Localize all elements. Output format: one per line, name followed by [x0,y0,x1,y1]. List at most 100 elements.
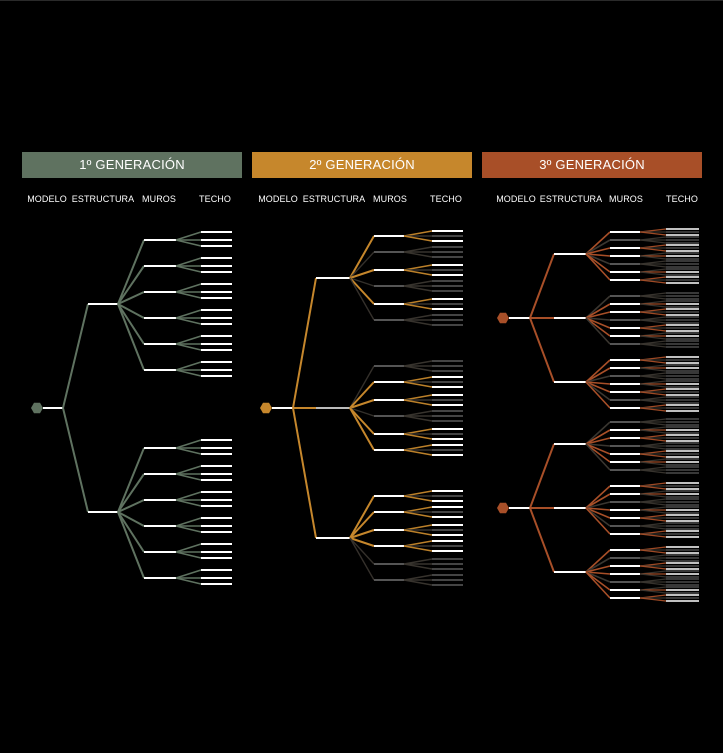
branch-muros [585,443,611,455]
branch-techo [639,367,667,372]
branch-muros [585,311,611,319]
branch-techo [175,283,202,293]
branch-techo [639,399,667,404]
branch-structure [529,253,555,319]
branch-techo [175,525,202,533]
branch-techo [639,295,667,300]
branch-techo [639,565,667,570]
branch-muros [349,277,375,321]
branch-techo [403,251,433,258]
branch-techo [403,376,433,383]
branch-techo [403,545,433,552]
model-node-gen1 [31,402,43,414]
branch-muros [585,317,611,337]
branch-techo [639,311,667,316]
branch-techo [639,461,667,466]
branch-techo [403,506,433,513]
branch-muros [585,253,611,281]
branch-muros [585,381,611,409]
branch-muros [585,507,611,519]
branch-muros [585,375,611,383]
branch-muros [585,231,611,255]
branch-techo [175,361,202,371]
branch-muros [585,565,611,573]
branch-techo [175,291,202,299]
branch-muros [349,251,375,279]
model-node-gen2 [260,402,272,414]
branch-muros [585,253,611,257]
branch-techo [175,317,202,325]
branch-techo [639,597,667,602]
col-techo: TECHO [430,194,462,204]
branch-muros [585,381,611,393]
branch-muros [585,253,611,265]
col-estructura: ESTRUCTURA [302,194,366,204]
branch-techo [403,280,433,287]
branch-techo [403,524,433,531]
branch-muros [349,407,375,435]
branch-muros [585,549,611,573]
branch-muros [117,303,145,345]
branch-techo [403,269,433,276]
branch-techo [175,491,202,501]
top-border [0,0,723,1]
branch-muros [585,317,611,329]
branch-techo [639,231,667,236]
branch-structure [62,407,89,513]
branch-techo [403,319,433,326]
branch-muros [585,239,611,255]
panel-gen1: 1º GENERACIÓN MODELO ESTRUCTURA MUROS TE… [22,152,242,204]
banner-gen3: 3º GENERACIÓN [482,152,702,178]
column-headers-gen1: MODELO ESTRUCTURA MUROS TECHO [22,194,242,208]
branch-techo [639,517,667,522]
branch-techo [639,335,667,340]
branch-muros [349,407,375,451]
branch-techo [639,509,667,514]
branch-techo [403,399,433,406]
branch-muros [585,443,611,471]
branch-techo [175,309,202,319]
branch-techo [403,574,433,581]
branch-techo [403,303,433,310]
branch-muros [585,571,611,583]
branch-muros [117,473,145,513]
branch-techo [403,394,433,401]
branch-muros [585,485,611,509]
branch-techo [403,558,433,565]
branch-muros [585,253,611,273]
branch-muros [585,493,611,509]
branch-muros [349,269,375,279]
branch-techo [639,573,667,578]
branch-muros [585,443,611,463]
branch-muros [117,239,145,305]
branch-techo [639,533,667,538]
branch-techo [403,529,433,536]
model-node-gen3 [497,502,509,514]
branch-structure [292,407,317,539]
banner-gen1: 1º GENERACIÓN [22,152,242,178]
branch-techo [403,490,433,497]
branch-techo [403,579,433,586]
branch-muros [349,529,375,539]
branch-muros [349,235,375,279]
branch-techo [175,343,202,351]
branch-techo [403,365,433,372]
branch-techo [175,439,202,449]
branch-techo [639,391,667,396]
col-modelo: MODELO [27,194,67,204]
branch-muros [585,437,611,445]
branch-techo [175,569,202,579]
branch-techo [403,540,433,547]
branch-muros [585,571,611,599]
branch-muros [117,511,145,579]
branch-techo [639,247,667,252]
branch-techo [639,343,667,348]
branch-techo [639,469,667,474]
branch-muros [349,407,375,417]
branch-muros [585,359,611,383]
branch-muros [585,429,611,445]
branch-muros [117,499,145,513]
branch-muros [349,399,375,409]
branch-techo [175,551,202,559]
